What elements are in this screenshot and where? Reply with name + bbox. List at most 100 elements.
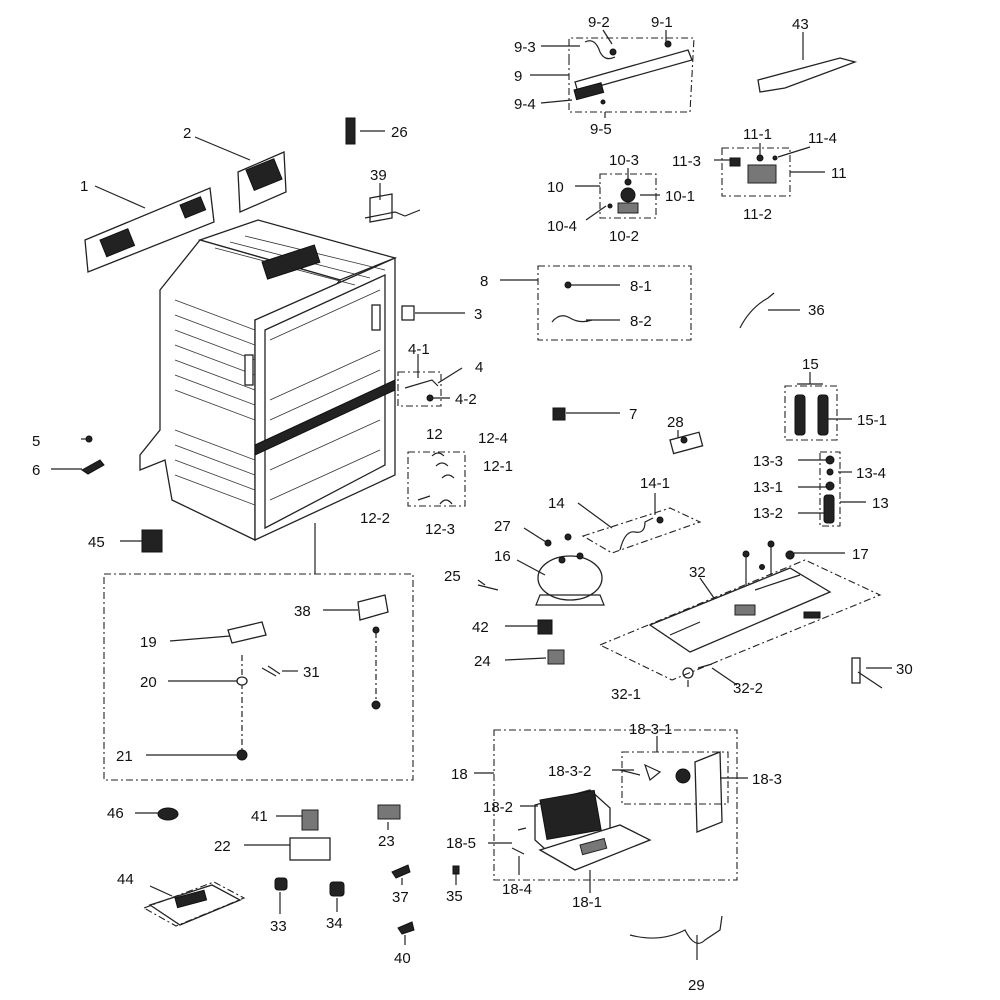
label-18: 18 [451,766,468,783]
part-27b [564,533,572,541]
part-43-duct [757,57,858,93]
label-2: 2 [183,125,191,142]
label-7: 7 [629,406,637,423]
label-6: 6 [32,462,40,479]
part-24 [547,649,565,665]
label-18-3: 18-3 [752,771,782,788]
part-40 [397,921,415,935]
label-9-3: 9-3 [514,39,536,56]
part-13-assembly [823,455,835,524]
part-2-label-plate [237,151,287,213]
label-42: 42 [472,619,489,636]
label-8: 8 [480,273,488,290]
part-42 [537,619,553,635]
part-10-assembly [607,178,639,214]
part-9-assembly [573,40,693,105]
label-12-2: 12-2 [360,510,390,527]
label-39: 39 [370,167,387,184]
part-30-bracket [851,657,883,689]
part-17 [785,550,795,560]
label-15-1: 15-1 [857,412,887,429]
label-13-4: 13-4 [856,465,886,482]
label-41: 41 [251,808,268,825]
part-6 [81,459,105,475]
label-36: 36 [808,302,825,319]
label-14: 14 [548,495,565,512]
label-40: 40 [394,950,411,967]
part-3 [401,305,415,321]
label-9: 9 [514,68,522,85]
label-15: 15 [802,356,819,373]
part-32-base [648,540,832,653]
cabinet-opening [264,273,386,530]
label-32-1: 32-1 [611,686,641,703]
label-44: 44 [117,871,134,888]
label-13-2: 13-2 [753,505,783,522]
label-10-4: 10-4 [547,218,577,235]
label-8-2: 8-2 [630,313,652,330]
label-21: 21 [116,748,133,765]
part-7 [552,407,566,421]
label-37: 37 [392,889,409,906]
label-13: 13 [872,495,889,512]
part-29-wire [629,915,723,944]
label-10-2: 10-2 [609,228,639,245]
label-13-3: 13-3 [753,453,783,470]
part-4-bracket [404,379,439,402]
label-46: 46 [107,805,124,822]
part-44-base [148,884,242,926]
label-28: 28 [667,414,684,431]
label-18-1: 18-1 [572,894,602,911]
hinge-assembly-lower [227,594,389,761]
label-16: 16 [494,548,511,565]
front-bracket [371,304,381,331]
label-18-4: 18-4 [502,881,532,898]
label-27: 27 [494,518,511,535]
label-4: 4 [475,359,483,376]
label-14-1: 14-1 [640,475,670,492]
part-37 [391,864,411,879]
label-11: 11 [831,165,847,182]
label-11-4: 11-4 [808,130,837,147]
label-10-3: 10-3 [609,152,639,169]
label-11-2: 11-2 [743,206,772,223]
label-17: 17 [852,546,869,563]
label-10-1: 10-1 [665,188,695,205]
part-26 [345,117,356,145]
part-46 [157,807,179,821]
cabinet-divider [254,379,396,456]
top-control-box [261,244,321,280]
part-32-2 [697,663,713,669]
label-1: 1 [80,178,88,195]
part-23 [377,804,401,820]
label-18-2: 18-2 [483,799,513,816]
part-labels: 1 2 26 39 3 4-1 4 4-2 5 6 45 12 12-4 12-… [32,14,913,994]
label-5: 5 [32,433,40,450]
part-27 [544,539,552,547]
label-24: 24 [474,653,491,670]
label-11-3: 11-3 [672,153,701,170]
part-18-assembly [511,751,723,871]
part-16-compressor [535,552,605,606]
label-26: 26 [391,124,408,141]
part-12-clips [417,452,455,505]
label-10: 10 [547,179,564,196]
part-39-bracket [364,193,421,223]
label-29: 29 [688,977,705,994]
label-9-2: 9-2 [588,14,610,31]
label-19: 19 [140,634,157,651]
label-13-1: 13-1 [753,479,783,496]
label-4-2: 4-2 [455,391,477,408]
label-18-5: 18-5 [446,835,476,852]
label-43: 43 [792,16,809,33]
label-22: 22 [214,838,231,855]
part-25 [477,584,499,591]
label-35: 35 [446,888,463,905]
part-15-heaters [794,394,829,436]
part-35 [452,865,460,875]
label-11-1: 11-1 [743,126,772,143]
part-28-relay [669,431,704,455]
side-bracket [244,354,254,386]
label-20: 20 [140,674,157,691]
